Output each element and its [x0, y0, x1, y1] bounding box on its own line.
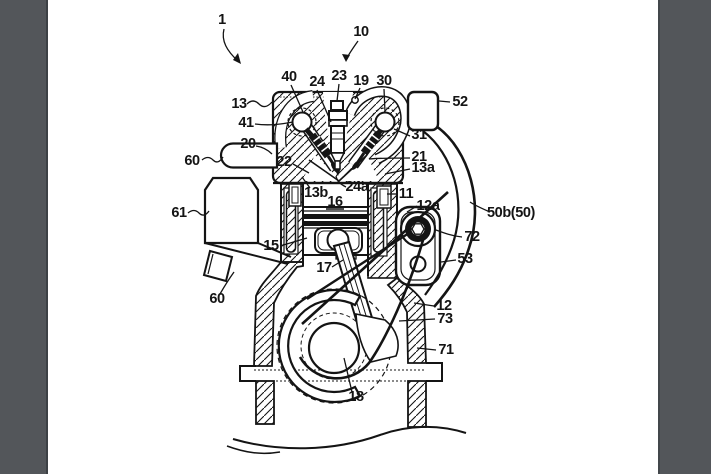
intake-cam-dashed-circle — [287, 107, 317, 137]
crankcase — [226, 261, 467, 455]
break-line — [232, 425, 467, 450]
exhaust-valve — [351, 128, 383, 170]
viewer-left-gutter — [0, 0, 48, 474]
fuel-injector — [328, 100, 348, 176]
ref-label-41: 41 — [238, 115, 254, 131]
piston-ring-2 — [304, 221, 367, 226]
ref-label-13b: 13b — [304, 185, 328, 201]
ref-label-24a: 24a — [346, 179, 370, 195]
cylinder-head — [271, 86, 412, 185]
ref-label-17: 17 — [316, 260, 332, 276]
ref-label-30: 30 — [376, 73, 392, 89]
ref-label-71: 71 — [438, 342, 454, 358]
pulley-bolt — [411, 223, 425, 235]
ref-label-61: 61 — [171, 205, 187, 221]
ref-label-19: 19 — [353, 73, 369, 89]
ref-label-73: 73 — [437, 311, 453, 327]
ref-label-10: 10 — [353, 24, 369, 40]
counterweight — [355, 313, 399, 363]
ref-label-52: 52 — [452, 94, 468, 110]
port-19-hole — [351, 96, 359, 104]
inlet-snorkel — [202, 249, 234, 283]
ref-label-20: 20 — [240, 136, 256, 152]
ref-label-18: 18 — [348, 389, 364, 405]
ref-label-1: 1 — [218, 12, 226, 28]
ref-label-31: 31 — [411, 127, 427, 143]
ref-label-21: 21 — [411, 149, 427, 165]
ref-label-60: 60 — [209, 291, 225, 307]
viewer-right-gutter — [658, 0, 711, 474]
ref-label-23: 23 — [331, 68, 347, 84]
ref-label-53: 53 — [457, 251, 473, 267]
ref-label-15: 15 — [263, 238, 279, 254]
accessory-box — [406, 90, 440, 132]
cylinder-block — [273, 181, 403, 279]
ref-label-40: 40 — [281, 69, 297, 85]
ref-label-16: 16 — [327, 194, 343, 210]
ref-label-12: 12 — [436, 298, 452, 314]
ref-label-13: 13 — [231, 96, 247, 112]
ref-label-50b(50): 50b(50) — [487, 205, 536, 221]
air-cleaner-box — [203, 176, 260, 245]
piston-ring-1 — [304, 214, 367, 219]
ref-label-13a: 13a — [412, 160, 436, 176]
ref-label-72: 72 — [464, 229, 480, 245]
ref-label-22: 22 — [276, 154, 292, 170]
ref-label-12a: 12a — [417, 198, 441, 214]
drive-belt — [298, 124, 477, 380]
exhaust-cam-dashed-circle — [370, 107, 400, 137]
leader-lines — [187, 28, 491, 393]
ref-label-11: 11 — [399, 186, 414, 202]
tensioner-bracket — [394, 205, 442, 287]
exhaust-tappet — [374, 111, 396, 133]
crank-journal — [307, 321, 361, 375]
ref-label-60: 60 — [184, 153, 200, 169]
ref-label-24: 24 — [309, 74, 325, 90]
